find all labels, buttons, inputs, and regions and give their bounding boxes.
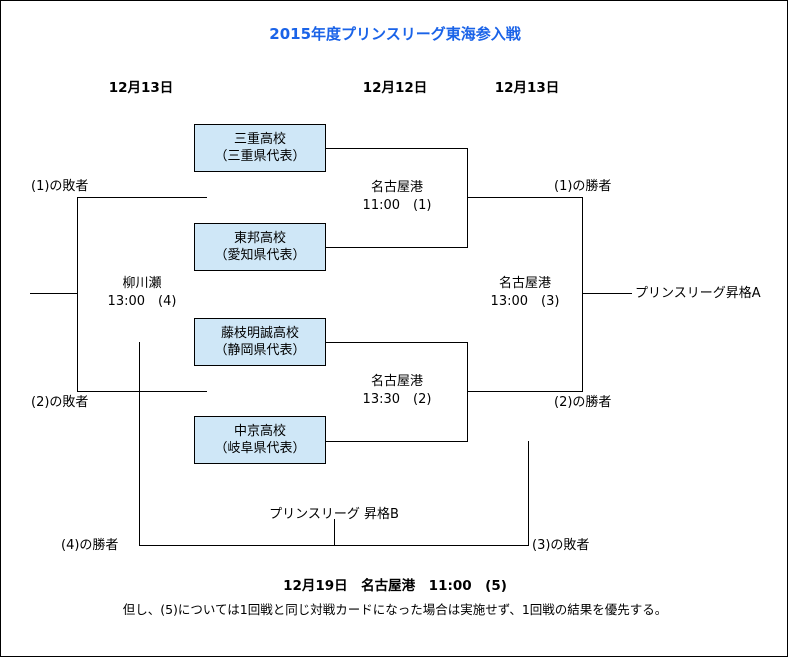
bracket-line-m1-top: [326, 148, 468, 149]
page-title: 2015年度プリンスリーグ東海参入戦: [269, 25, 521, 43]
final-match-note: 12月19日 名古屋港 11:00 (5): [283, 578, 507, 594]
connector-loser-3: (3)の敗者: [532, 538, 590, 553]
match-label-1: 名古屋港 11:00 (1): [363, 179, 432, 215]
team-prefecture: （岐阜県代表）: [214, 441, 306, 456]
date-header-right: 12月13日: [494, 80, 560, 96]
team-box-toho[interactable]: 東邦高校 （愛知県代表）: [194, 223, 326, 271]
team-box-fujieda-meisei[interactable]: 藤枝明誠高校 （静岡県代表）: [194, 318, 326, 366]
date-header-left: 12月13日: [108, 80, 174, 96]
promotion-b-label: プリンスリーグ 昇格B: [269, 507, 399, 522]
team-prefecture: （静岡県代表）: [214, 343, 306, 358]
team-box-mie[interactable]: 三重高校 （三重県代表）: [194, 124, 326, 172]
connector-loser-1: (1)の敗者: [31, 179, 89, 194]
bracket-line-m3-out: [582, 293, 632, 294]
bracket-line-m5-left-vert: [139, 342, 140, 546]
bracket-line-m1-bottom: [326, 247, 468, 248]
connector-loser-2: (2)の敗者: [31, 395, 89, 410]
promotion-a-label: プリンスリーグ昇格A: [635, 286, 761, 301]
bracket-line-m2-out: [467, 391, 517, 392]
team-box-chukyo[interactable]: 中京高校 （岐阜県代表）: [194, 416, 326, 464]
bracket-line-m4-join: [77, 197, 78, 392]
match-venue: 名古屋港: [370, 374, 424, 389]
match-time: 13:00 (3): [490, 294, 560, 309]
bracket-line-m3-top: [516, 197, 583, 198]
match-time: 13:30 (2): [362, 392, 432, 407]
match-label-2: 名古屋港 13:30 (2): [363, 373, 432, 409]
match-time: 11:00 (1): [362, 198, 432, 213]
team-name: 東邦高校: [233, 231, 286, 246]
team-name: 三重高校: [233, 132, 286, 147]
match-label-3: 名古屋港 13:00 (3): [491, 275, 560, 311]
team-name: 中京高校: [233, 424, 286, 439]
bracket-line-m2-bottom: [326, 441, 468, 442]
bracket-line-m4-out: [30, 293, 78, 294]
condition-note: 但し、(5)については1回戦と同じ対戦カードになった場合は実施せず、1回戦の結果…: [122, 602, 668, 617]
team-name: 藤枝明誠高校: [220, 326, 299, 341]
bracket-line-m4-top: [77, 197, 207, 198]
match-time: 13:00 (4): [107, 294, 177, 309]
match-venue: 柳川瀬: [122, 276, 162, 291]
bracket-line-m3-bottom: [516, 391, 583, 392]
bracket-line-m2-top: [326, 342, 468, 343]
bracket-line-m2-join: [467, 342, 468, 442]
bracket-line-m5-stub: [334, 519, 335, 546]
match-venue: 名古屋港: [498, 276, 552, 291]
bracket-line-m3-join: [582, 197, 583, 392]
bracket-line-m1-join: [467, 148, 468, 248]
bracket-line-m1-out: [467, 197, 517, 198]
team-prefecture: （三重県代表）: [214, 149, 306, 164]
connector-winner-4: (4)の勝者: [61, 538, 119, 553]
bracket-line-m5-right-vert: [528, 441, 529, 546]
connector-winner-1: (1)の勝者: [554, 179, 612, 194]
bracket-line-m4-bottom: [77, 391, 207, 392]
match-label-4: 柳川瀬 13:00 (4): [108, 275, 177, 311]
date-header-middle: 12月12日: [362, 80, 428, 96]
team-prefecture: （愛知県代表）: [214, 248, 306, 263]
match-venue: 名古屋港: [370, 180, 424, 195]
connector-winner-2: (2)の勝者: [554, 395, 612, 410]
